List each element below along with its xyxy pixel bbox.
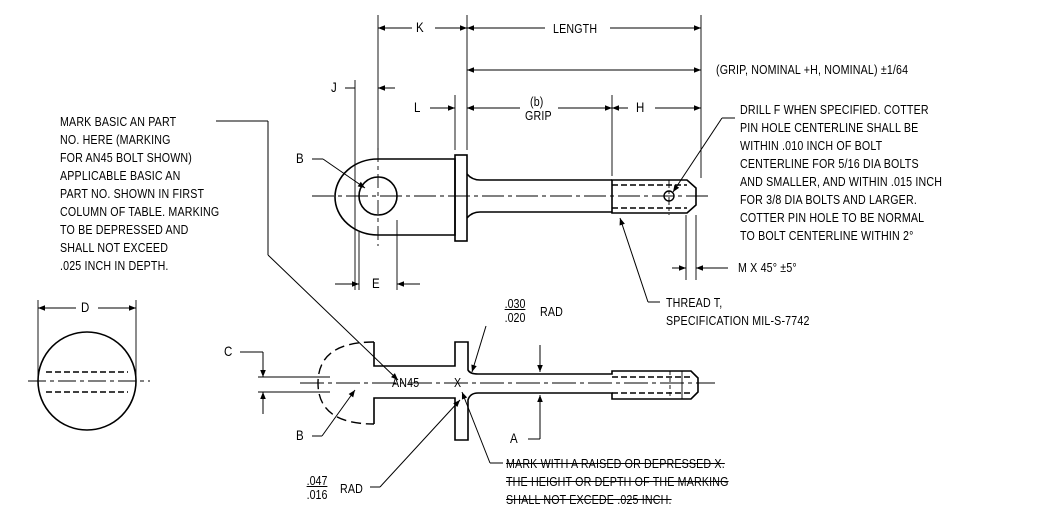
dim-a-label: A (510, 430, 518, 446)
end-view (28, 300, 150, 431)
top-view (312, 15, 735, 303)
note-raised-mark: MARK WITH A RAISED OR DEPRESSED X. THE H… (506, 455, 729, 509)
rad2-unit: RAD (340, 481, 364, 496)
label-b-bottom: B (296, 427, 304, 443)
note-mark-basic-line: SHALL NOT EXCEED (60, 240, 169, 255)
dim-length-label: LENGTH (553, 21, 598, 36)
dim-l-label: L (414, 99, 421, 115)
note-drill-line: PIN HOLE CENTERLINE SHALL BE (740, 120, 919, 135)
shank-bottom (466, 211, 612, 219)
note-drill-line: DRILL F WHEN SPECIFIED. COTTER (740, 102, 929, 117)
dim-b-note: (b) (530, 94, 544, 109)
dim-d-label: D (81, 299, 90, 315)
note-mark-basic-line: MARK BASIC AN PART (60, 114, 177, 129)
note-mark-basic-line: COLUMN OF TABLE. MARKING (60, 204, 220, 219)
note-thread: THREAD T, SPECIFICATION MIL-S-7742 (666, 294, 810, 330)
dim-tolerance-label: (GRIP, NOMINAL +H, NOMINAL) ±1/64 (716, 62, 909, 77)
note-mark-basic-line: APPLICABLE BASIC AN (60, 168, 181, 183)
note-thread-line: SPECIFICATION MIL-S-7742 (666, 313, 810, 328)
eye-head-outline (334, 158, 456, 236)
rad2-numerator: .047 (306, 473, 328, 488)
label-b-top: B (296, 150, 304, 166)
note-raised-mark-line: MARK WITH A RAISED OR DEPRESSED X. (506, 456, 725, 471)
collar (454, 154, 468, 242)
dim-k-label: K (416, 19, 424, 35)
part-marking-an45: AN45 (392, 375, 420, 390)
dim-grip-label: GRIP (525, 108, 552, 123)
threaded-end (611, 179, 697, 214)
dim-c-label: C (224, 343, 233, 359)
note-drill-line: FOR 3/8 DIA BOLTS AND LARGER. (740, 192, 917, 207)
note-raised-mark-line: THE HEIGHT OR DEPTH OF THE MARKING (506, 474, 729, 489)
rad1-denominator: .020 (504, 310, 526, 325)
rad1-unit: RAD (540, 304, 564, 319)
side-view (216, 120, 715, 488)
dim-e-label: E (372, 275, 380, 291)
note-mark-basic-line: .025 INCH IN DEPTH. (60, 258, 169, 273)
side-body (373, 341, 699, 441)
note-mark-basic-line: TO BE DEPRESSED AND (60, 222, 189, 237)
note-raised-mark-line: SHALL NOT EXCEDE .025 INCH. (506, 492, 672, 507)
rad1-numerator: .030 (504, 296, 526, 311)
note-mark-basic-line: NO. HERE (MARKING (60, 132, 171, 147)
dim-m-chamfer-label: M X 45° ±5° (738, 260, 797, 275)
note-drill-line: COTTER PIN HOLE TO BE NORMAL (740, 210, 925, 225)
note-drill-line: WITHIN .010 INCH OF BOLT (740, 138, 883, 153)
note-thread-line: THREAD T, (666, 295, 723, 310)
rad-047-016-fraction: .047 .016 (305, 474, 330, 502)
note-mark-basic: MARK BASIC AN PART NO. HERE (MARKING FOR… (60, 113, 219, 275)
note-drill: DRILL F WHEN SPECIFIED. COTTER PIN HOLE … (740, 101, 942, 245)
note-mark-basic-line: PART NO. SHOWN IN FIRST (60, 186, 205, 201)
shank-top (466, 173, 612, 181)
rad-030-020-fraction: .030 .020 (503, 297, 528, 325)
rad2-denominator: .016 (306, 487, 328, 502)
note-drill-line: TO BOLT CENTERLINE WITHIN 2° (740, 228, 914, 243)
dim-j-label: J (331, 79, 337, 95)
dim-h-label: H (636, 99, 645, 115)
raised-x-mark: X (454, 375, 462, 390)
note-mark-basic-line: FOR AN45 BOLT SHOWN) (60, 150, 193, 165)
note-drill-line: CENTERLINE FOR 5/16 DIA BOLTS (740, 156, 919, 171)
note-drill-line: AND SMALLER, AND WITHIN .015 INCH (740, 174, 943, 189)
